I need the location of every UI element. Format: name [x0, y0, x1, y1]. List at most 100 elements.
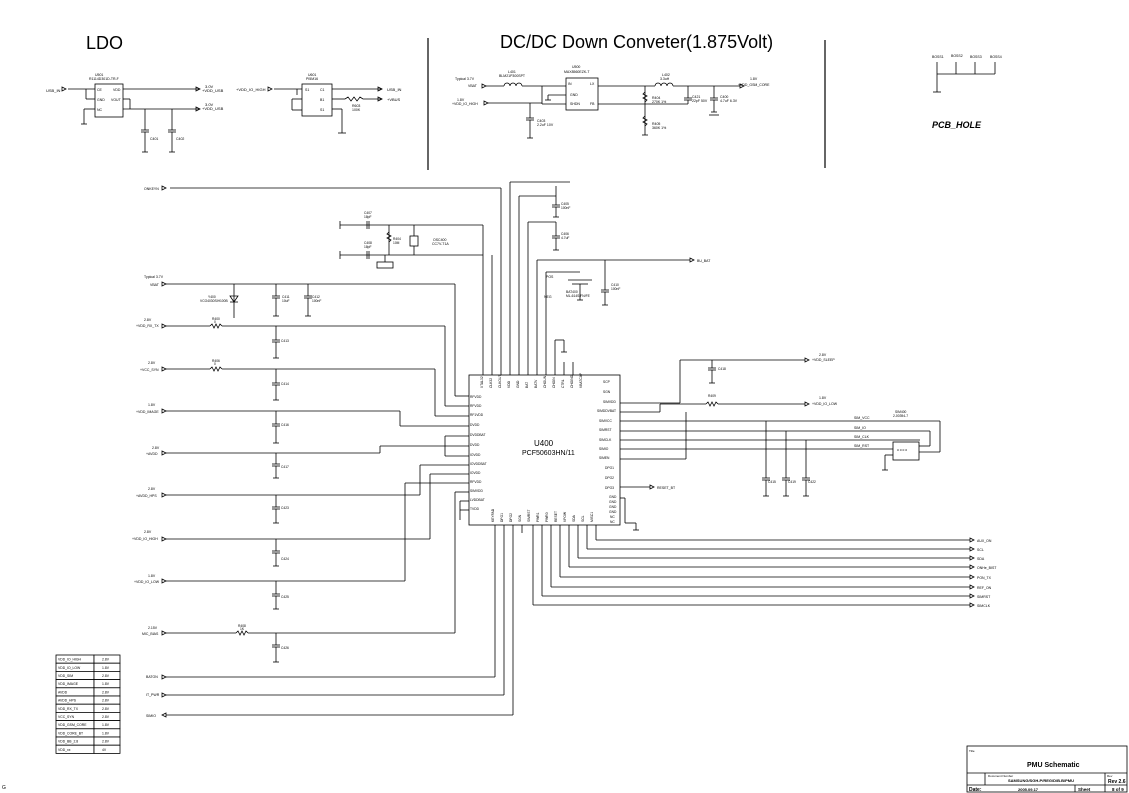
- svg-text:2.2uF 10V: 2.2uF 10V: [537, 123, 554, 127]
- svg-text:PWR0: PWR0: [545, 512, 549, 522]
- svg-text:22pF 50V: 22pF 50V: [692, 99, 708, 103]
- voltage-table-value: 1.8V: [102, 682, 110, 686]
- pcb-holes: BOSS1 BOSS2 BOSS3 BOSS4: [932, 54, 1002, 93]
- svg-text:DPO3: DPO3: [605, 486, 614, 490]
- svg-text:DVDD: DVDD: [470, 423, 480, 427]
- svg-text:+VDD_RX_TX: +VDD_RX_TX: [136, 324, 159, 328]
- svg-text:C415: C415: [768, 480, 776, 484]
- svg-text:REF_ON: REF_ON: [977, 586, 992, 590]
- title-text: PMU Schematic: [1027, 762, 1080, 769]
- svg-text:DVDD: DVDD: [470, 443, 480, 447]
- svg-text:VBAT: VBAT: [468, 84, 478, 88]
- svg-text:Document Number: Document Number: [988, 774, 1013, 778]
- svg-text:SIMCLK: SIMCLK: [599, 438, 612, 442]
- ldo-title: LDO: [86, 33, 123, 53]
- svg-text:R404: R404: [393, 237, 401, 241]
- svg-text:Date:: Date:: [969, 787, 982, 793]
- svg-text:0: 0: [214, 362, 216, 366]
- svg-text:C403: C403: [537, 119, 545, 123]
- svg-text:2.8V: 2.8V: [152, 446, 160, 450]
- voltage-table-net: AVDD_HPS: [58, 699, 77, 703]
- svg-text:C1: C1: [320, 88, 325, 92]
- rail-3: 1.8V +VDD_IMAGE C416: [136, 403, 469, 444]
- svg-text:ONHe_BIST: ONHe_BIST: [977, 566, 997, 570]
- voltage-table-value: 2.8V: [102, 740, 110, 744]
- voltage-table-value: 2.8V: [102, 707, 110, 711]
- svg-text:C419: C419: [788, 480, 796, 484]
- svg-text:+AVDD: +AVDD: [146, 452, 158, 456]
- svg-text:PWR1: PWR1: [536, 512, 540, 522]
- svg-text:2-00394-7: 2-00394-7: [893, 414, 908, 418]
- svg-text:SIMRST: SIMRST: [599, 428, 611, 432]
- svg-text:SIMEN: SIMEN: [599, 456, 610, 460]
- voltage-table-value: 1.8V: [102, 723, 110, 727]
- voltage-table-net: VCC_SYN: [58, 715, 75, 719]
- svg-text:XTAL32: XTAL32: [480, 376, 484, 388]
- svg-text:SIMVCC: SIMVCC: [599, 419, 612, 423]
- svg-text:SIM_RST: SIM_RST: [854, 444, 870, 448]
- svg-text:FB: FB: [590, 102, 595, 106]
- svg-text:C414: C414: [281, 382, 289, 386]
- svg-text:1.8V: 1.8V: [750, 77, 758, 81]
- rail-1: 2.8V +VDD_RX_TX R400 0 C413: [136, 317, 469, 407]
- svg-text:C407: C407: [364, 211, 372, 215]
- svg-text:GND: GND: [516, 380, 520, 388]
- svg-text:C416: C416: [281, 423, 289, 427]
- svg-text:C400: C400: [720, 95, 728, 99]
- svg-text:VPOW: VPOW: [563, 511, 567, 522]
- svg-text:SHDN: SHDN: [570, 102, 580, 106]
- svg-text:CE: CE: [97, 88, 103, 92]
- svg-text:Y400: Y400: [208, 295, 216, 299]
- svg-text:OSC400: OSC400: [433, 238, 446, 242]
- svg-text:C423: C423: [281, 506, 289, 510]
- crystal-osc: C407 18pF C408 18pF R404 10M OSC400 CC7V…: [339, 211, 493, 375]
- svg-text:C424: C424: [281, 557, 289, 561]
- svg-text:+VDD_USB: +VDD_USB: [202, 106, 224, 111]
- svg-text:CHGIND: CHGIND: [570, 374, 574, 388]
- svg-text:C401: C401: [150, 137, 158, 141]
- svg-text:Title: Title: [969, 749, 975, 753]
- svg-text:SGN: SGN: [518, 514, 522, 522]
- svg-text:C412: C412: [312, 295, 320, 299]
- voltage-table-net: VDD_GSM_CORE: [58, 723, 87, 727]
- svg-text:+VDD_SLEEP: +VDD_SLEEP: [812, 358, 835, 362]
- rail-7: 1.8V +VDD_IO_LOW C425: [134, 482, 469, 610]
- svg-text:LVDDBAT: LVDDBAT: [470, 498, 485, 502]
- svg-text:LX: LX: [590, 82, 595, 86]
- svg-text:R404: R404: [652, 96, 660, 100]
- rail-2: 2.8V +VCC_SYN R406 0 C414: [140, 359, 469, 417]
- svg-text:+VDD_GSM_CORE: +VDD_GSM_CORE: [738, 83, 770, 87]
- svg-text:RF1VDD: RF1VDD: [470, 413, 484, 417]
- svg-text:Sheet: Sheet: [1078, 787, 1091, 792]
- svg-text:GND: GND: [609, 505, 617, 509]
- svg-text:USB_IN: USB_IN: [46, 88, 61, 93]
- svg-text:SGN: SGN: [603, 390, 611, 394]
- svg-text:RFVDD: RFVDD: [470, 480, 482, 484]
- svg-text:Typical 3.7V: Typical 3.7V: [144, 275, 164, 279]
- svg-text:2.8V: 2.8V: [148, 361, 156, 365]
- bottom-inputs: BATON IT_PWR SIMIO: [146, 525, 514, 718]
- svg-text:IT_PWR: IT_PWR: [146, 693, 160, 697]
- svg-text:SIMIO: SIMIO: [146, 714, 156, 718]
- svg-text:100nF: 100nF: [561, 206, 570, 210]
- svg-text:CLKOUT: CLKOUT: [498, 375, 502, 388]
- svg-text:+VCC_SYN: +VCC_SYN: [140, 368, 159, 372]
- svg-text:Rev: Rev: [1107, 774, 1113, 778]
- voltage-table-net: VDD_IO_HIGH: [58, 658, 82, 662]
- svg-text:USB_IN: USB_IN: [387, 87, 402, 92]
- svg-text:3.3uH: 3.3uH: [660, 77, 670, 81]
- svg-text:SIMRST: SIMRST: [527, 510, 531, 522]
- svg-text:S1: S1: [305, 88, 309, 92]
- svg-text:2005.09.17: 2005.09.17: [1018, 787, 1039, 792]
- svg-text:VCO4030SIH100B: VCO4030SIH100B: [200, 299, 228, 303]
- voltage-table-net: VDD_SIM: [58, 674, 73, 678]
- svg-text:+VDD_IO_LOW: +VDD_IO_LOW: [134, 580, 160, 584]
- svg-text:3.0V: 3.0V: [205, 84, 214, 89]
- svg-text:U400: U400: [534, 439, 554, 448]
- svg-text:CHGUN: CHGUN: [543, 375, 547, 388]
- svg-text:R1114D301D-TR-F: R1114D301D-TR-F: [89, 77, 119, 81]
- svg-text:2.8V: 2.8V: [144, 318, 152, 322]
- vbat-input: Typical 3.7V VBAT Y400 VCO4030SIH100B C4…: [144, 275, 469, 397]
- svg-text:C422: C422: [808, 480, 816, 484]
